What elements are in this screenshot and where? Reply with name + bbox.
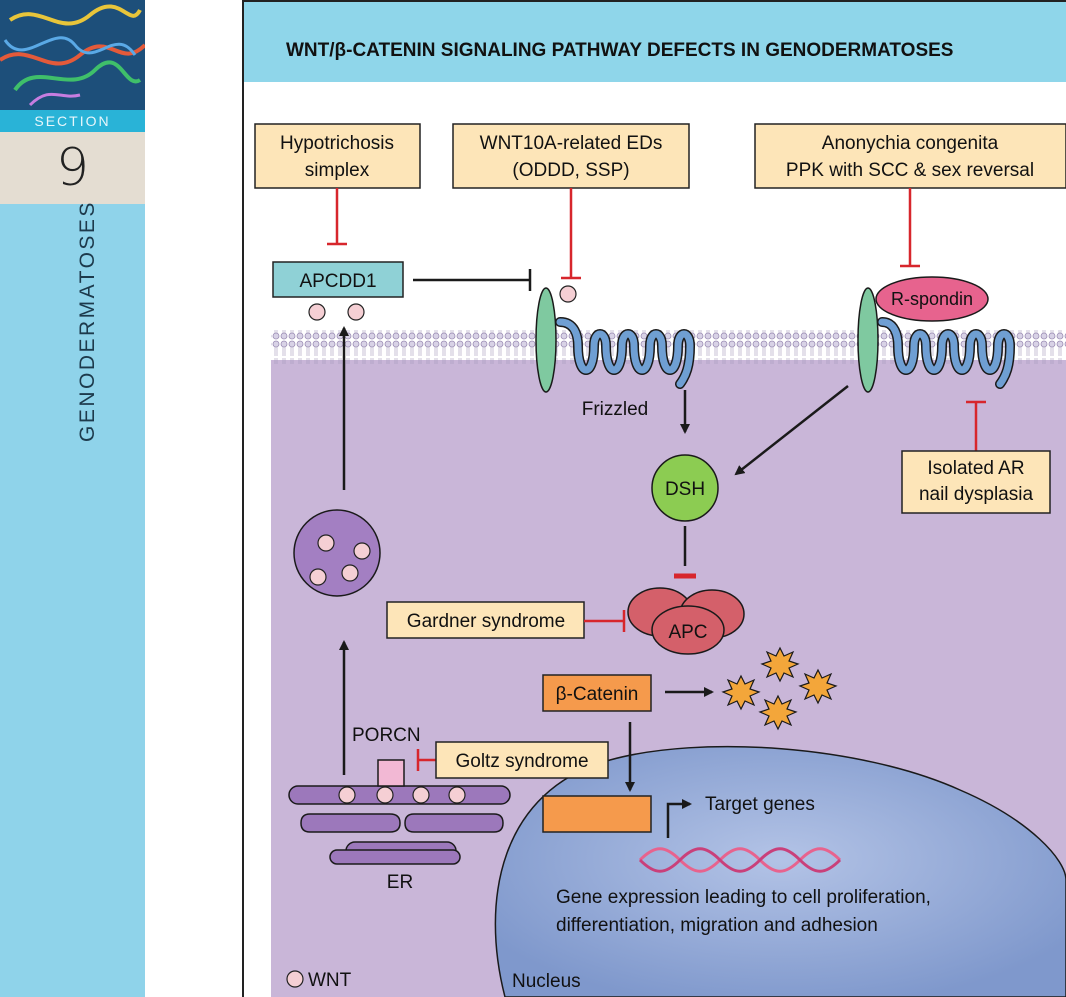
inhibitor-goltz [416, 749, 436, 771]
beta-catenin-label: β-Catenin [556, 684, 639, 705]
isolated-ar-box [901, 450, 1051, 514]
wnt-dot [412, 786, 430, 804]
hypotrichosis-line1: Hypotrichosis [280, 133, 394, 154]
chapter-sidebar: SECTION 9 GENODERMATOSES [0, 0, 145, 997]
inhibitor-anonychia [900, 188, 920, 268]
frizzled-receptor-2-fill [878, 318, 1014, 388]
inhibitor-gardner [584, 610, 626, 632]
wnt10a-box [452, 123, 690, 189]
apc-label: APC [668, 622, 707, 643]
dsh-label: DSH [665, 479, 705, 500]
title-band [244, 2, 1066, 82]
section-number-box: 9 [0, 132, 145, 204]
lrp-coreceptor [857, 287, 879, 393]
lrp-coreceptor [535, 287, 557, 393]
porcn [377, 759, 405, 787]
wnt-dot [338, 786, 356, 804]
expression-line2: differentiation, migration and adhesion [556, 915, 878, 936]
anonychia-box [754, 123, 1066, 189]
target-gene-arrow [666, 799, 692, 838]
wnt-dot [309, 568, 327, 586]
degraded-catenin-burst [721, 646, 838, 731]
cell-membrane [271, 330, 1066, 364]
beta-catenin-box [542, 674, 652, 712]
apcdd1-box [272, 261, 404, 298]
anonychia-line2: PPK with SCC & sex reversal [786, 160, 1034, 181]
legend-wnt-label: WNT [308, 970, 352, 991]
anonychia-line1: Anonychia congenita [822, 133, 999, 154]
wnt-dot [353, 542, 371, 560]
figure-title: WNT/β-CATENIN SIGNALING PATHWAY DEFECTS … [286, 40, 953, 61]
wnt-dot [448, 786, 466, 804]
isolated-ar-line1: Isolated AR [927, 458, 1024, 479]
hypotrichosis-box [254, 123, 421, 189]
nuclear-catenin-box [542, 795, 652, 833]
expression-line1: Gene expression leading to cell prolifer… [556, 887, 931, 908]
protein-structure-art [0, 0, 145, 110]
wnt-dot [559, 285, 577, 303]
rspondin-label: R-spondin [891, 289, 973, 309]
porcn-label: PORCN [352, 725, 421, 746]
wnt-dot [308, 303, 326, 321]
goltz-label: Goltz syndrome [455, 751, 588, 772]
target-genes-label: Target genes [705, 794, 815, 815]
wnt-dot [347, 303, 365, 321]
nucleus-label: Nucleus [512, 971, 581, 992]
hypotrichosis-line2: simplex [305, 160, 370, 181]
frizzled-receptor-fill [556, 318, 694, 388]
wnt-dot [341, 564, 359, 582]
inhibitor-wnt10a [561, 188, 581, 280]
wnt-dot [376, 786, 394, 804]
wnt10a-line1: WNT10A-related EDs [480, 133, 663, 154]
er-label: ER [387, 872, 413, 893]
apcdd1-label: APCDD1 [299, 271, 376, 292]
legend-wnt-dot [286, 970, 304, 988]
inhibitor-hypotrichosis [327, 188, 347, 246]
dna-helix [638, 847, 842, 873]
wnt-dot [317, 534, 335, 552]
section-number: 9 [55, 138, 90, 198]
isolated-ar-line2: nail dysplasia [919, 484, 1033, 505]
gardner-label: Gardner syndrome [407, 611, 565, 632]
arrow-receptor2-dsh [734, 385, 849, 476]
inhibitor-isolated-ar [966, 400, 986, 451]
section-label: SECTION [0, 110, 145, 132]
goltz-box [435, 741, 609, 779]
rspondin [875, 276, 989, 322]
apc-complex [627, 587, 745, 655]
frizzled-label: Frizzled [582, 399, 649, 420]
inhibitor-apcdd1-frizzled [413, 269, 532, 291]
wnt10a-line2: (ODDD, SSP) [512, 160, 629, 181]
dsh [651, 454, 719, 522]
